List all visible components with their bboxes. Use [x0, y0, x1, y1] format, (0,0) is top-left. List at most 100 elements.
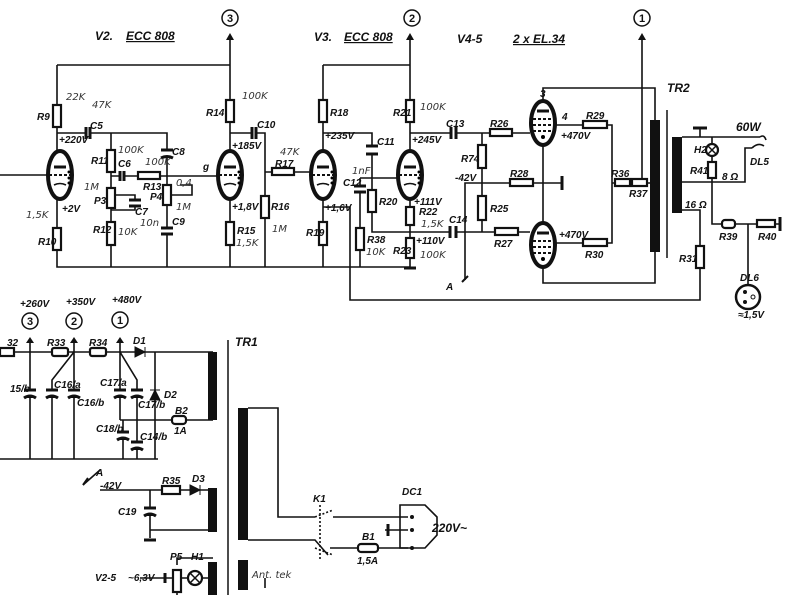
capacitor-c13	[449, 127, 458, 139]
label-r33: R33	[47, 338, 66, 349]
resistor-r36	[613, 177, 632, 188]
note-r23: 100K	[420, 250, 447, 261]
label-b1: B1	[362, 532, 375, 543]
v3-title: V3.	[314, 30, 332, 44]
label-r37: R37	[629, 189, 648, 200]
label-c11: C11	[377, 137, 395, 148]
label-p4: P4	[150, 192, 163, 203]
v3-type: ECC 808	[344, 30, 393, 44]
v45-type: 2 x EL.34	[512, 32, 565, 46]
wiring-preamp	[0, 38, 780, 301]
label-c14b: C14/b	[140, 432, 167, 443]
label-b2: B2	[175, 406, 188, 417]
capacitor-c15b	[23, 388, 37, 400]
voltage-v245: +245V	[412, 135, 443, 146]
resistor-r11	[105, 148, 117, 174]
label-r19: R19	[306, 228, 325, 239]
v2-type: ECC 808	[126, 29, 175, 43]
label-k1: K1	[313, 494, 326, 505]
fuse-b2	[170, 414, 188, 426]
label-h2: H2	[694, 145, 707, 156]
resistor-r40	[755, 218, 777, 229]
label-r30: R30	[585, 250, 604, 261]
resistor-r19	[317, 220, 329, 247]
resistor-r18	[317, 98, 329, 124]
label-d3: D3	[192, 474, 205, 485]
label-p3: P3	[94, 196, 107, 207]
potentiometer-p4	[161, 183, 173, 207]
psu-node-2-label: 2	[71, 316, 77, 328]
ant-tek-label: Ant. tek	[251, 570, 293, 581]
label-dl5: DL5	[750, 157, 769, 168]
resistor-r29	[581, 119, 609, 130]
tr1-primary-winding	[238, 408, 248, 540]
label-r31: R31	[679, 254, 698, 265]
label-grid: g	[202, 162, 209, 173]
label-c16b: C16/b	[77, 398, 104, 409]
capacitor-c9	[161, 226, 173, 236]
voltage-v470-top: +470V	[561, 131, 592, 142]
label-r34: R34	[89, 338, 108, 349]
note-r10: 1,5K	[26, 210, 50, 221]
node-3-label: 3	[227, 13, 233, 25]
tube-v3a	[309, 149, 337, 201]
label-pin4: 4	[561, 112, 568, 123]
voltage-v16: +1,6V	[325, 203, 353, 214]
capacitor-c7	[129, 198, 141, 208]
tube-v2b	[216, 149, 244, 201]
resistor-r12	[105, 220, 117, 247]
label-b2-rating: 1A	[174, 426, 187, 437]
label-h1: H1	[191, 552, 204, 563]
note-r22: 1,5K	[421, 219, 445, 230]
voltage-dl6: ≈1,5V	[738, 310, 765, 321]
psu-node-1-label: 1	[117, 315, 123, 327]
label-a-bottom: A	[95, 468, 103, 479]
label-r17: R17	[275, 159, 294, 170]
heater-tubes-label: V2-5	[95, 573, 117, 584]
note-c12: 1nF	[352, 166, 371, 177]
node-2-label: 2	[409, 13, 415, 25]
node-1-label: 1	[639, 13, 645, 25]
label-c12: C12	[343, 178, 362, 189]
resistor-r26	[488, 127, 514, 138]
resistor-r20	[366, 188, 378, 214]
voltage-v18: +1,8V	[232, 202, 260, 213]
note-r9b: 47K	[92, 100, 113, 111]
voltage-mains: 220V~	[431, 521, 467, 535]
label-r9: R9	[37, 112, 50, 123]
label-tr1: TR1	[235, 335, 258, 349]
label-r11: R11	[91, 156, 109, 167]
note-r14: 100K	[242, 91, 269, 102]
label-pin3: 3	[540, 89, 546, 100]
v45-title: V4-5	[457, 32, 483, 46]
label-r20: R20	[379, 197, 398, 208]
label-r26: R26	[490, 119, 509, 130]
voltage-v350: +350V	[66, 297, 97, 308]
misc-symbols	[26, 33, 782, 587]
handwritten-notes: 22K 47K 1,5K 100K 10K 100K 1M 0,4 100K 1…	[26, 91, 447, 261]
label-r36: R36	[611, 169, 630, 180]
label-r27: R27	[494, 239, 513, 250]
label-c10: C10	[257, 120, 276, 131]
label-r13: R13	[143, 182, 162, 193]
label-d2: D2	[164, 390, 177, 401]
label-c7: C7	[135, 207, 148, 218]
resistor-r21	[404, 98, 416, 124]
resistor-r31	[694, 244, 706, 270]
wiring-psu	[0, 340, 408, 595]
voltage-v260: +260V	[20, 299, 51, 310]
resistor-r25	[476, 194, 488, 222]
diode-d1	[134, 346, 147, 358]
tr1-aux-winding	[238, 560, 248, 590]
psu-node-3-label: 3	[27, 316, 33, 328]
label-r29: R29	[586, 111, 605, 122]
label-tr2: TR2	[667, 81, 690, 95]
voltage-v2: +2V	[62, 204, 81, 215]
note-r38: 10K	[366, 247, 387, 258]
resistor-r9	[51, 103, 63, 129]
component-labels: R9 R10 R11 R12 R13 R14 R15 R16 R17 R18 R…	[7, 81, 777, 567]
voltage-v220: +220V	[59, 135, 90, 146]
tr2-secondary-winding	[672, 137, 682, 213]
tr1-bias-winding	[208, 488, 217, 532]
label-c17b: C17/b	[138, 400, 165, 411]
